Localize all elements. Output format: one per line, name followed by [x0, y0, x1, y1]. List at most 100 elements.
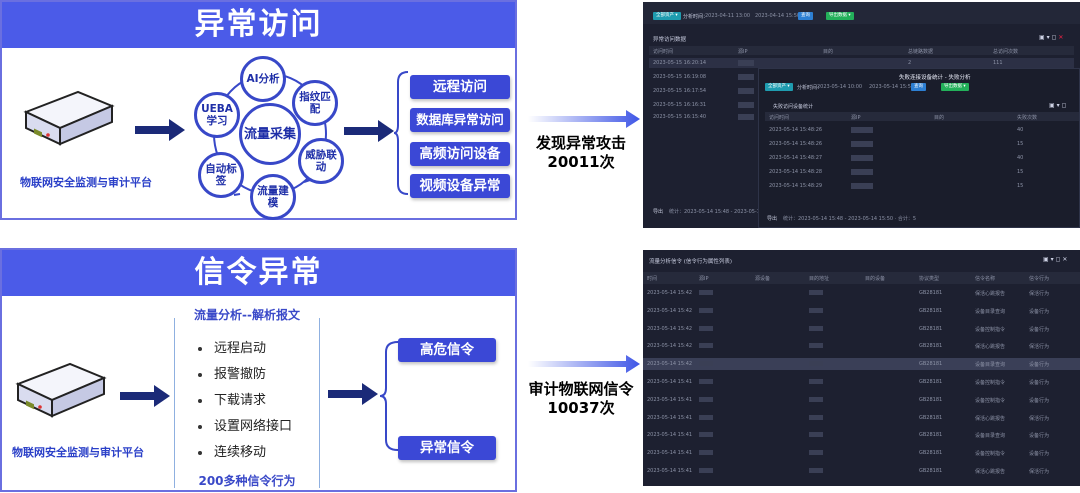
table-cell: 保活行为 — [1029, 415, 1050, 422]
cycle-center: 流量采集 — [239, 103, 301, 165]
table-cell: 保活行为 — [1029, 469, 1050, 475]
output-video-abnormal: 视频设备异常 — [410, 174, 510, 198]
cycle-diagram: 流量采集 AI分析 指纹匹配 威胁联动 流量建模 自动标签 UEBA学习 — [192, 54, 344, 220]
table-cell: GB28181 — [919, 450, 943, 457]
table-row[interactable]: 2023-05-15 16:17:54 — [653, 88, 707, 94]
table-cell: 设备行为 — [1029, 362, 1050, 369]
output-abnormal-signal: 异常信令 — [398, 436, 496, 460]
masked-cell — [699, 414, 713, 420]
cycle-node-threat: 威胁联动 — [298, 138, 344, 184]
masked-cell — [699, 290, 713, 295]
table-cell: 保活心跳报告 — [975, 469, 1006, 475]
table-row[interactable]: 2023-05-15 16:20:14 — [653, 60, 707, 66]
popup-row: 2023-05-14 15:48:26 — [769, 141, 823, 147]
arrow-right-icon — [328, 383, 378, 405]
arrow-right-icon — [120, 385, 170, 407]
toolbar-icons: ▣ ▾ ◻ ✕ — [1043, 256, 1068, 263]
abnormal-access-screenshot: 全部资产 ▾ 分析时间： 2023-04-11 13:00 2023-04-14… — [643, 2, 1080, 228]
table-cell: 保活行为 — [1029, 291, 1050, 297]
table-row[interactable]: 2023-05-14 15:41 — [647, 432, 693, 439]
table-cell: 设备行为 — [1029, 451, 1050, 458]
table-row[interactable]: 2023-05-14 15:42 — [647, 361, 693, 368]
platform-label: 物联网安全监测与审计平台 — [12, 446, 144, 459]
signaling-screenshot: 流量分析信令 (信令行为属性列表) ▣ ▾ ◻ ✕ 时间 源IP 源设备 目的地… — [643, 250, 1080, 486]
export-button[interactable]: 导出数据 ▾ — [826, 12, 854, 20]
table-cell: 设备行为 — [1029, 380, 1050, 386]
masked-cell — [699, 450, 713, 456]
masked-cell — [809, 450, 823, 456]
masked-cell — [809, 343, 823, 349]
table-row[interactable]: 2023-05-14 15:41 — [647, 450, 693, 457]
table-row[interactable]: 2023-05-14 15:42 — [647, 325, 693, 332]
platform-label: 物联网安全监测与审计平台 — [20, 176, 152, 189]
signaling-title: 信令异常 — [2, 250, 515, 296]
abnormal-access-panel: 异常访问 物联网安全监测与审计平台 流量采集 AI分析 指纹匹配 威胁联动 流量… — [0, 0, 517, 220]
output-db-access: 数据库异常访问 — [410, 108, 510, 132]
bracket-icon — [394, 71, 409, 195]
table-cell: 设备目录查询 — [975, 433, 1006, 440]
table-cell: 设备行为 — [1029, 326, 1050, 333]
table-row[interactable]: 2023-05-14 15:42 — [647, 290, 693, 296]
table-row[interactable]: 2023-05-15 16:16:31 — [653, 102, 707, 108]
failure-popup: 失败连接设备统计 - 失败分析 全部资产 ▾ 分析时间： 2023-05-14 … — [758, 68, 1080, 228]
analysis-box — [174, 318, 320, 488]
masked-cell — [809, 432, 823, 438]
popup-search-button[interactable]: 查询 — [911, 83, 926, 91]
masked-cell — [699, 343, 713, 349]
list-item: 远程启动 — [198, 336, 292, 362]
table-row[interactable]: 2023-05-14 15:41 — [647, 468, 693, 474]
list-item: 设置网络接口 — [198, 414, 292, 440]
table-cell: GB28181 — [919, 468, 943, 474]
table-cell: GB28181 — [919, 307, 943, 314]
masked-cell — [809, 290, 823, 295]
cycle-node-tag: 自动标签 — [198, 152, 244, 198]
table-row[interactable]: 2023-05-14 15:41 — [647, 396, 693, 403]
table-row[interactable]: 2023-05-15 16:19:08 — [653, 74, 707, 80]
signal-list: 远程启动 报警撤防 下载请求 设置网络接口 连续移动 — [198, 336, 292, 466]
cycle-node-fingerprint: 指纹匹配 — [292, 80, 338, 126]
asset-select[interactable]: 全部资产 ▾ — [653, 12, 681, 20]
table-row[interactable]: 2023-05-14 15:42 — [647, 307, 693, 314]
list-item: 连续移动 — [198, 440, 292, 466]
masked-cell — [699, 307, 713, 313]
analysis-title: 流量分析--解析报文 — [180, 306, 314, 323]
search-button[interactable]: 查询 — [798, 12, 813, 20]
table-cell: GB28181 — [919, 290, 943, 296]
table-row[interactable]: 2023-05-14 15:42 — [647, 343, 693, 350]
footer-export[interactable]: 导出 — [653, 209, 664, 215]
table-cell: 保活行为 — [1029, 344, 1050, 351]
popup-toolbar-icons: ▣ ▾ ◻ — [1049, 102, 1067, 109]
table-cell: 设备控制指令 — [975, 326, 1006, 333]
masked-cell — [809, 325, 823, 331]
device-icon — [15, 362, 107, 418]
result-signal-count: 10037次 — [547, 399, 615, 417]
table-cell: 设备控制指令 — [975, 397, 1006, 404]
list-item: 下载请求 — [198, 388, 292, 414]
masked-cell — [809, 307, 823, 313]
table-row[interactable]: 2023-05-14 15:41 — [647, 414, 693, 421]
masked-cell — [699, 361, 713, 367]
masked-cell — [809, 379, 823, 384]
popup-row: 2023-05-14 15:48:26 — [769, 127, 823, 133]
analysis-footer: 200多种信令行为 — [180, 472, 314, 489]
table-row[interactable]: 2023-05-15 16:15:40 — [653, 114, 707, 120]
bracket-icon — [380, 341, 399, 451]
table-cell: GB28181 — [919, 396, 943, 403]
table-row[interactable]: 2023-05-14 15:41 — [647, 379, 693, 385]
popup-row: 2023-05-14 15:48:27 — [769, 155, 823, 161]
popup-export-button[interactable]: 导出数据 ▾ — [941, 83, 969, 91]
cycle-node-ai: AI分析 — [240, 56, 286, 102]
output-remote-access: 远程访问 — [410, 75, 510, 99]
masked-cell — [699, 379, 713, 384]
output-high-freq: 高频访问设备 — [410, 142, 510, 166]
gradient-arrow-icon — [528, 355, 640, 373]
masked-cell — [809, 396, 823, 402]
signaling-panel: 信令异常 物联网安全监测与审计平台 流量分析--解析报文 远程启动 报警撤防 下… — [0, 248, 517, 492]
masked-cell — [699, 468, 713, 473]
output-high-risk: 高危信令 — [398, 338, 496, 362]
screen2-title: 流量分析信令 (信令行为属性列表) — [649, 259, 733, 265]
result-attacks-count: 20011次 — [547, 153, 615, 171]
table-cell: 保活心跳报告 — [975, 415, 1006, 422]
table-cell: 设备目录查询 — [975, 308, 1006, 315]
cycle-node-modeling: 流量建模 — [250, 174, 296, 220]
